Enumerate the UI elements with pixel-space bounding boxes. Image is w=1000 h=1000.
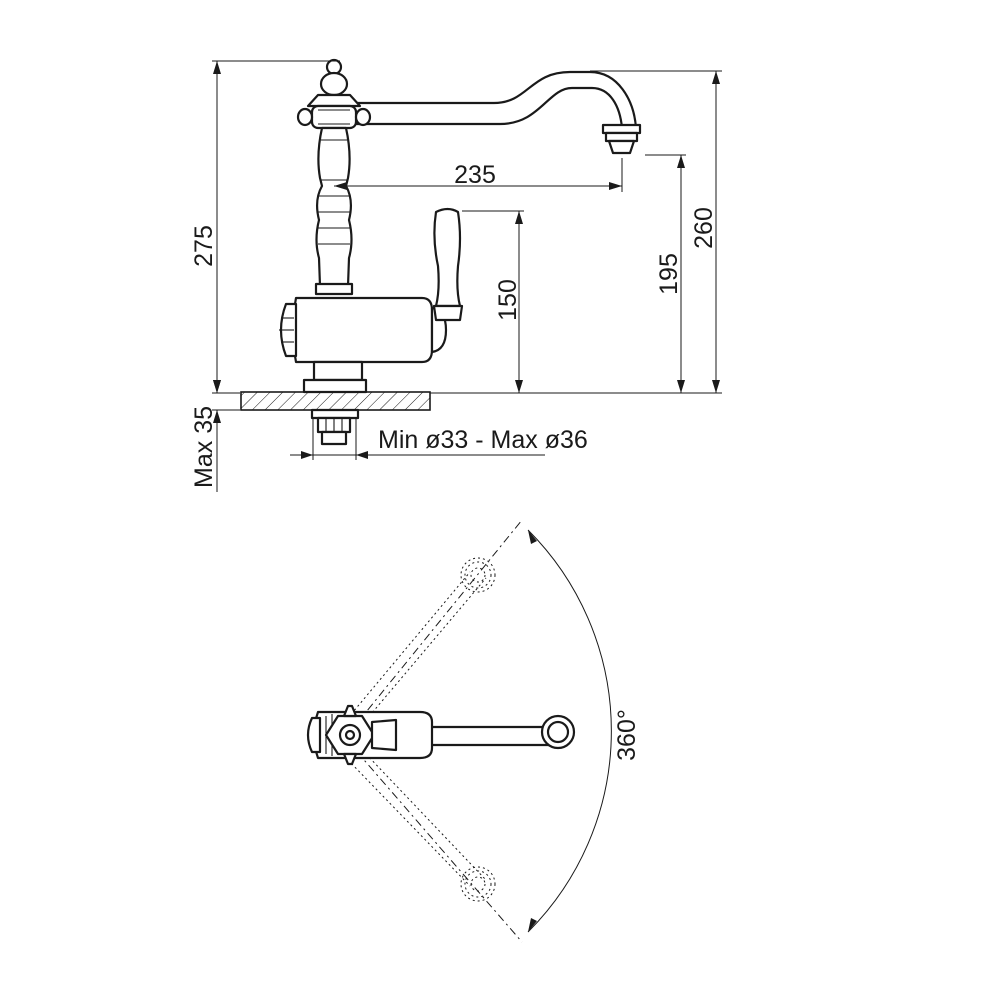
spout-rotated-position-down bbox=[347, 753, 496, 902]
dimension-spout-reach: 235 bbox=[334, 158, 623, 192]
aerator bbox=[601, 123, 642, 135]
handle-height-label: 150 bbox=[494, 279, 522, 321]
fixing-washer bbox=[310, 408, 360, 420]
supply-connector bbox=[320, 430, 348, 446]
knob-plan-top bbox=[342, 704, 358, 718]
right-knob bbox=[354, 107, 372, 127]
left-knob bbox=[296, 107, 314, 127]
dimension-deck-thickness: Max 35 bbox=[190, 378, 240, 492]
base-neck bbox=[312, 360, 364, 382]
mixer-body bbox=[291, 296, 434, 364]
spout bbox=[350, 70, 638, 130]
aerator-plan-inner bbox=[546, 720, 570, 744]
lever-handle bbox=[433, 207, 462, 308]
base-flange bbox=[302, 378, 368, 394]
column-plan bbox=[370, 718, 398, 752]
knob-plan-bottom bbox=[342, 752, 358, 766]
rotation-indicator: 360° bbox=[344, 519, 641, 943]
column-ring bbox=[314, 282, 354, 296]
countertop-section bbox=[240, 391, 431, 411]
spout-rotated-position-up bbox=[347, 557, 496, 721]
aerator-ring bbox=[604, 131, 639, 143]
finial-plan-center bbox=[344, 729, 356, 741]
dimension-spout-outlet-height: 195 bbox=[645, 154, 686, 393]
dimension-hole-diameter: Min ø33 - Max ø36 bbox=[290, 418, 588, 460]
hole-diameter-label: Min ø33 - Max ø36 bbox=[378, 426, 588, 454]
spout-outlet-height-label: 195 bbox=[655, 253, 683, 295]
spout-collar bbox=[310, 104, 358, 130]
dimension-handle-height: 150 bbox=[462, 210, 524, 393]
top-cap bbox=[306, 93, 362, 108]
total-height-label: 275 bbox=[190, 225, 218, 267]
side-elevation-view: 275 235 150 195 bbox=[190, 58, 722, 492]
spout-reach-label: 235 bbox=[454, 161, 496, 189]
cartridge-cap-plan bbox=[306, 716, 322, 754]
lever-base bbox=[432, 304, 464, 322]
aerator-tip bbox=[607, 139, 636, 155]
dimension-spout-top-height: 260 bbox=[430, 70, 722, 394]
deck-thickness-label: Max 35 bbox=[190, 406, 218, 488]
top-plan-view: 360° bbox=[306, 519, 641, 943]
top-knob bbox=[319, 71, 349, 97]
spout-top-height-label: 260 bbox=[690, 207, 718, 249]
column bbox=[315, 126, 353, 288]
rotation-label: 360° bbox=[613, 709, 641, 761]
